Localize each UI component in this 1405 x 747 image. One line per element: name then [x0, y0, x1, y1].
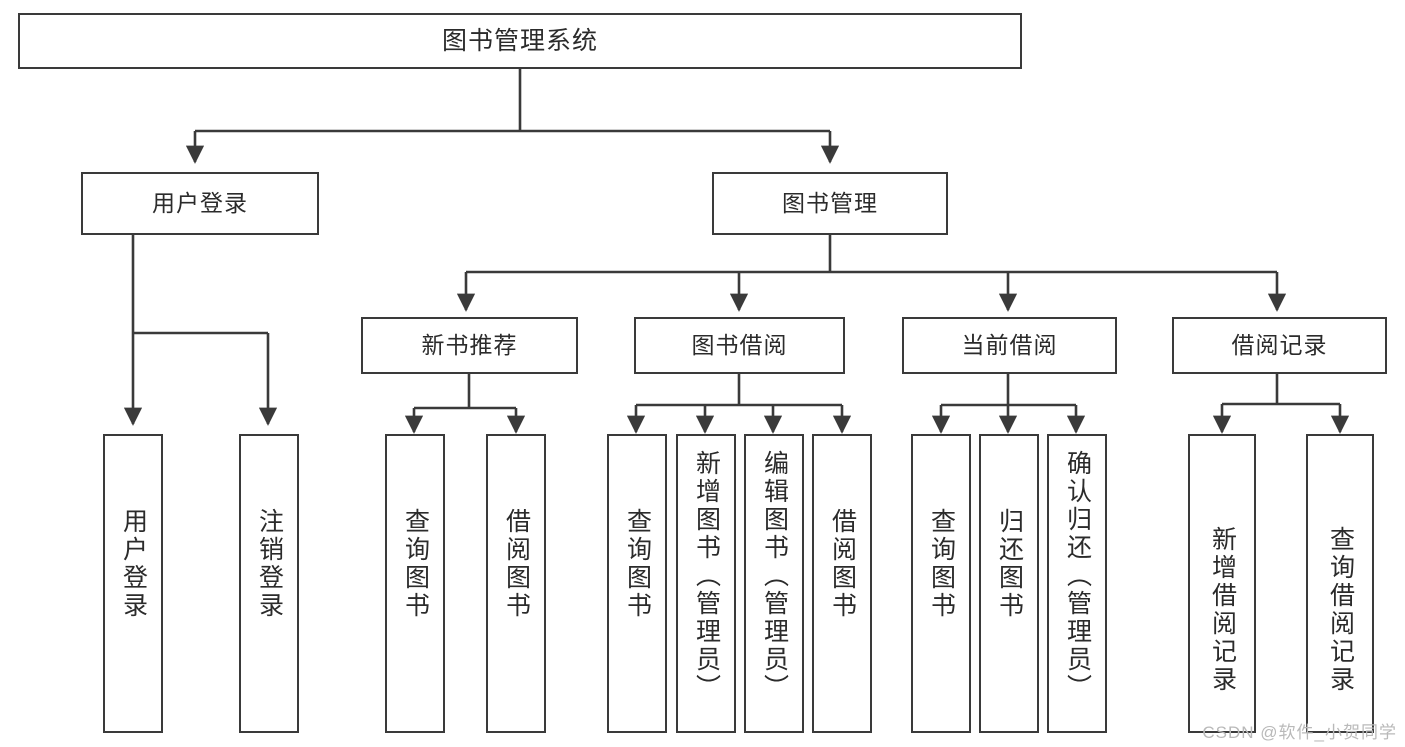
leaf-query-book-recommend[interactable]: 查询图书 [385, 434, 445, 733]
leaf-logout[interactable]: 注销登录 [239, 434, 299, 733]
node-label: 图书管理 [782, 190, 878, 217]
node-label: 查询图书 [401, 508, 430, 620]
node-label: 当前借阅 [961, 332, 1058, 359]
node-current-borrow[interactable]: 当前借阅 [902, 317, 1117, 374]
node-label: 注销登录 [255, 508, 284, 620]
node-label: 查询借阅记录 [1326, 526, 1355, 694]
leaf-confirm-return-admin[interactable]: 确认归还（管理员） [1047, 434, 1107, 733]
leaf-edit-book-admin[interactable]: 编辑图书（管理员） [744, 434, 804, 733]
node-root-system[interactable]: 图书管理系统 [18, 13, 1022, 69]
node-label: 新书推荐 [421, 332, 518, 359]
leaf-add-book-admin[interactable]: 新增图书（管理员） [676, 434, 736, 733]
node-label: 查询图书 [927, 508, 956, 620]
leaf-return-book[interactable]: 归还图书 [979, 434, 1039, 733]
leaf-user-login[interactable]: 用户登录 [103, 434, 163, 733]
node-label: 用户登录 [119, 508, 148, 620]
node-label: 编辑图书（管理员） [760, 450, 789, 702]
node-label: 图书借阅 [691, 332, 788, 359]
leaf-query-book-borrow[interactable]: 查询图书 [607, 434, 667, 733]
node-label: 图书管理系统 [441, 26, 598, 55]
node-book-borrow[interactable]: 图书借阅 [634, 317, 845, 374]
node-new-book-recommend[interactable]: 新书推荐 [361, 317, 578, 374]
leaf-query-book-current[interactable]: 查询图书 [911, 434, 971, 733]
node-label: 新增借阅记录 [1208, 526, 1237, 694]
node-label: 借阅图书 [828, 508, 857, 620]
node-label: 确认归还（管理员） [1063, 450, 1092, 702]
node-label: 新增图书（管理员） [692, 450, 721, 702]
node-book-management[interactable]: 图书管理 [712, 172, 948, 235]
node-label: 借阅记录 [1231, 332, 1328, 359]
watermark: CSDN @软件_小贺同学 [1202, 723, 1397, 742]
node-label: 查询图书 [623, 508, 652, 620]
leaf-add-borrow-record[interactable]: 新增借阅记录 [1188, 434, 1256, 733]
node-label: 用户登录 [152, 190, 248, 217]
leaf-borrow-book[interactable]: 借阅图书 [812, 434, 872, 733]
node-label: 借阅图书 [502, 508, 531, 620]
node-borrow-record[interactable]: 借阅记录 [1172, 317, 1387, 374]
node-label: 归还图书 [995, 508, 1024, 620]
leaf-query-borrow-record[interactable]: 查询借阅记录 [1306, 434, 1374, 733]
leaf-borrow-book-recommend[interactable]: 借阅图书 [486, 434, 546, 733]
node-user-login[interactable]: 用户登录 [81, 172, 319, 235]
